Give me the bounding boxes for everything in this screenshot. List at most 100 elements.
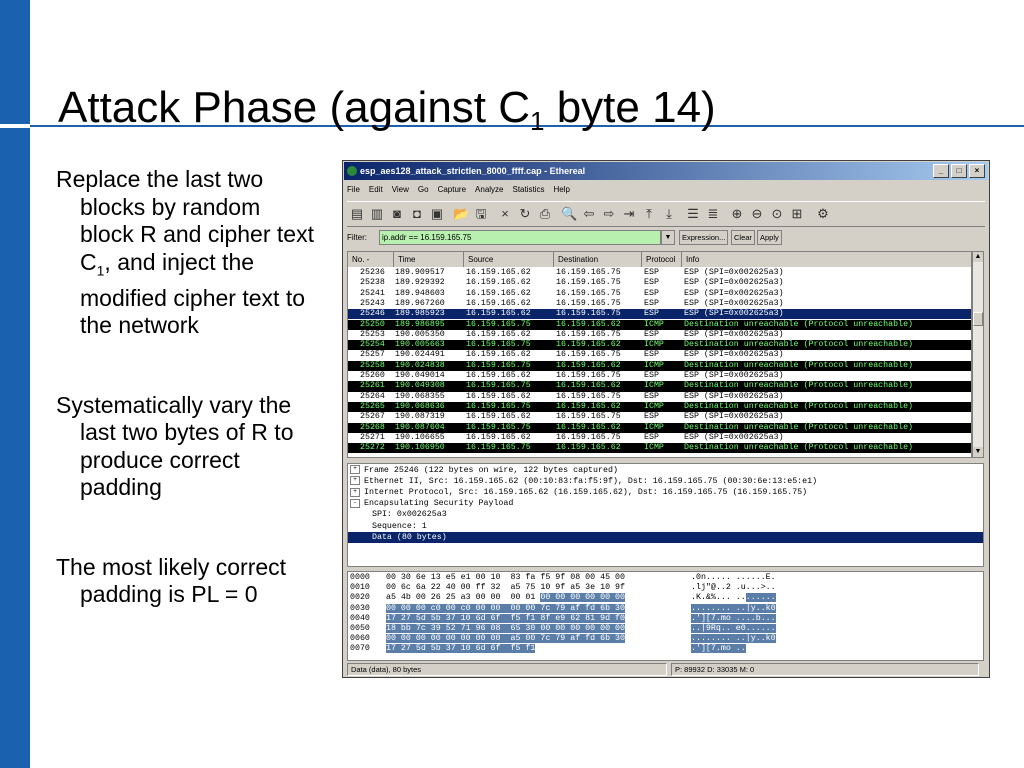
column-no[interactable]: No. - (348, 252, 394, 267)
packet-list-scrollbar[interactable]: ▲ ▼ (972, 251, 984, 458)
close-button[interactable]: × (969, 164, 985, 178)
capture-stop-icon[interactable]: ◘ (413, 206, 421, 221)
close-icon[interactable]: × (501, 206, 509, 221)
detail-row[interactable]: +Ethernet II, Src: 16.159.165.62 (00:10:… (348, 476, 983, 487)
detail-row[interactable]: SPI: 0x002625a3 (348, 509, 983, 520)
menu-view[interactable]: View (391, 185, 409, 194)
detail-row[interactable]: Sequence: 1 (348, 521, 983, 532)
zoom-out-icon[interactable]: ⊖ (751, 206, 763, 221)
collapse-icon[interactable]: - (350, 498, 360, 508)
filter-dropdown-icon[interactable]: ▼ (661, 230, 675, 245)
detail-row[interactable]: +Internet Protocol, Src: 16.159.165.62 (… (348, 487, 983, 498)
hex-bytes[interactable]: 00 00 00 c0 00 c0 00 00 00 00 7c 79 af f… (386, 603, 625, 614)
open-icon[interactable]: 📂 (453, 206, 470, 221)
save-icon[interactable]: 🖫 (475, 206, 487, 221)
menu-help[interactable]: Help (553, 185, 570, 194)
capture-restart-icon[interactable]: ▣ (430, 206, 444, 221)
hex-ascii[interactable]: ........ ..|y..k0 (691, 603, 776, 614)
menu-capture[interactable]: Capture (437, 185, 467, 194)
hex-ascii[interactable]: .'][7.mo .. (691, 644, 746, 654)
packet-details-tree[interactable]: +Frame 25246 (122 bytes on wire, 122 byt… (347, 463, 984, 567)
go-last-icon[interactable]: ⤓ (666, 206, 672, 221)
hex-ascii[interactable]: .'][7.mo ....b... (691, 613, 776, 624)
column-info[interactable]: Info (682, 252, 971, 267)
minimize-button[interactable]: _ (933, 164, 949, 178)
expand-icon[interactable]: + (350, 465, 360, 475)
column-time[interactable]: Time (394, 252, 464, 267)
capture-start-icon[interactable]: ◙ (393, 206, 401, 221)
hex-ascii[interactable]: ..|9Rq.. e0...... (691, 624, 776, 634)
go-to-packet-icon[interactable]: ⇥ (623, 206, 635, 221)
resize-columns-icon[interactable]: ⊞ (791, 206, 803, 221)
hex-bytes[interactable]: a5 4b 00 26 25 a3 00 00 00 01 00 00 00 0… (386, 593, 626, 603)
zoom-in-icon[interactable]: ⊕ (731, 206, 743, 221)
hex-bytes[interactable]: 00 30 6e 13 e5 e1 00 10 83 fa f5 9f 08 0… (386, 573, 625, 583)
column-protocol[interactable]: Protocol (642, 252, 682, 267)
go-first-icon[interactable]: ⤒ (646, 206, 652, 221)
auto-scroll-icon[interactable]: ≣ (707, 206, 719, 221)
find-icon[interactable]: 🔍 (561, 206, 578, 221)
capture-options-icon[interactable]: ▥ (370, 206, 384, 221)
hex-ascii[interactable]: .0n..... ......E. (691, 573, 776, 583)
scroll-thumb[interactable] (973, 312, 983, 326)
window-titlebar[interactable]: esp_aes128_attack_strictlen_8000_ffff.ca… (344, 162, 988, 180)
hex-ascii[interactable]: ........ ..|y..k0 (691, 634, 776, 644)
hex-bytes[interactable]: 18 bb 7c 39 52 71 96 08 65 30 00 00 00 0… (386, 624, 625, 634)
print-icon[interactable]: ⎙ (539, 206, 551, 221)
filter-input[interactable]: ip.addr == 16.159.165.75 (379, 230, 661, 245)
go-back-icon[interactable]: ⇦ (583, 206, 595, 221)
menu-analyze[interactable]: Analyze (475, 185, 504, 194)
hex-ascii[interactable]: .K.&%... ........ (691, 593, 776, 603)
maximize-button[interactable]: □ (951, 164, 967, 178)
clear-button[interactable]: Clear (731, 230, 755, 245)
detail-row[interactable]: -Encapsulating Security Payload (348, 498, 983, 509)
packet-src: 16.159.165.75 (466, 360, 531, 370)
capture-interfaces-icon[interactable]: ▤ (350, 206, 364, 221)
hex-bytes[interactable]: 17 27 5d 5b 37 10 6d 6f f5 f1 (386, 644, 536, 654)
menu-statistics[interactable]: Statistics (512, 185, 545, 194)
column-destination[interactable]: Destination (554, 252, 642, 267)
hex-bytes[interactable]: 17 27 5d 5b 37 10 6d 6f f5 f1 8f e9 62 8… (386, 613, 625, 624)
apply-button[interactable]: Apply (757, 230, 782, 245)
scroll-down-icon[interactable]: ▼ (973, 447, 983, 457)
go-forward-icon[interactable]: ⇨ (603, 206, 615, 221)
hex-ascii[interactable]: .lj"@..2 .u...>.. (691, 583, 776, 593)
preferences-icon[interactable]: ⚙ (817, 206, 829, 221)
zoom-normal-icon[interactable]: ⊙ (771, 206, 783, 221)
hex-bytes[interactable]: 00 6c 6a 22 40 00 ff 32 a5 75 10 9f a5 3… (386, 583, 625, 593)
menu-go[interactable]: Go (417, 185, 429, 194)
column-source[interactable]: Source (464, 252, 554, 267)
scroll-up-icon[interactable]: ▲ (973, 252, 983, 262)
detail-row[interactable]: +Frame 25246 (122 bytes on wire, 122 byt… (348, 465, 983, 476)
expand-icon[interactable]: + (350, 476, 360, 486)
expression-button[interactable]: Expression... (679, 230, 729, 245)
detail-row[interactable]: Data (80 bytes) (348, 531, 983, 543)
packet-time: 190.106950 (395, 443, 445, 453)
expand-icon[interactable]: + (350, 487, 360, 497)
menu-edit[interactable]: Edit (368, 185, 383, 194)
colorize-icon[interactable]: ☰ (687, 206, 699, 221)
packet-list[interactable]: No. - Time Source Destination Protocol I… (347, 251, 972, 458)
reload-icon[interactable]: ↻ (519, 206, 531, 221)
menu-file[interactable]: File (347, 185, 360, 194)
hex-bytes[interactable]: 00 00 00 00 00 00 00 00 a5 00 7c 79 af f… (386, 634, 625, 644)
